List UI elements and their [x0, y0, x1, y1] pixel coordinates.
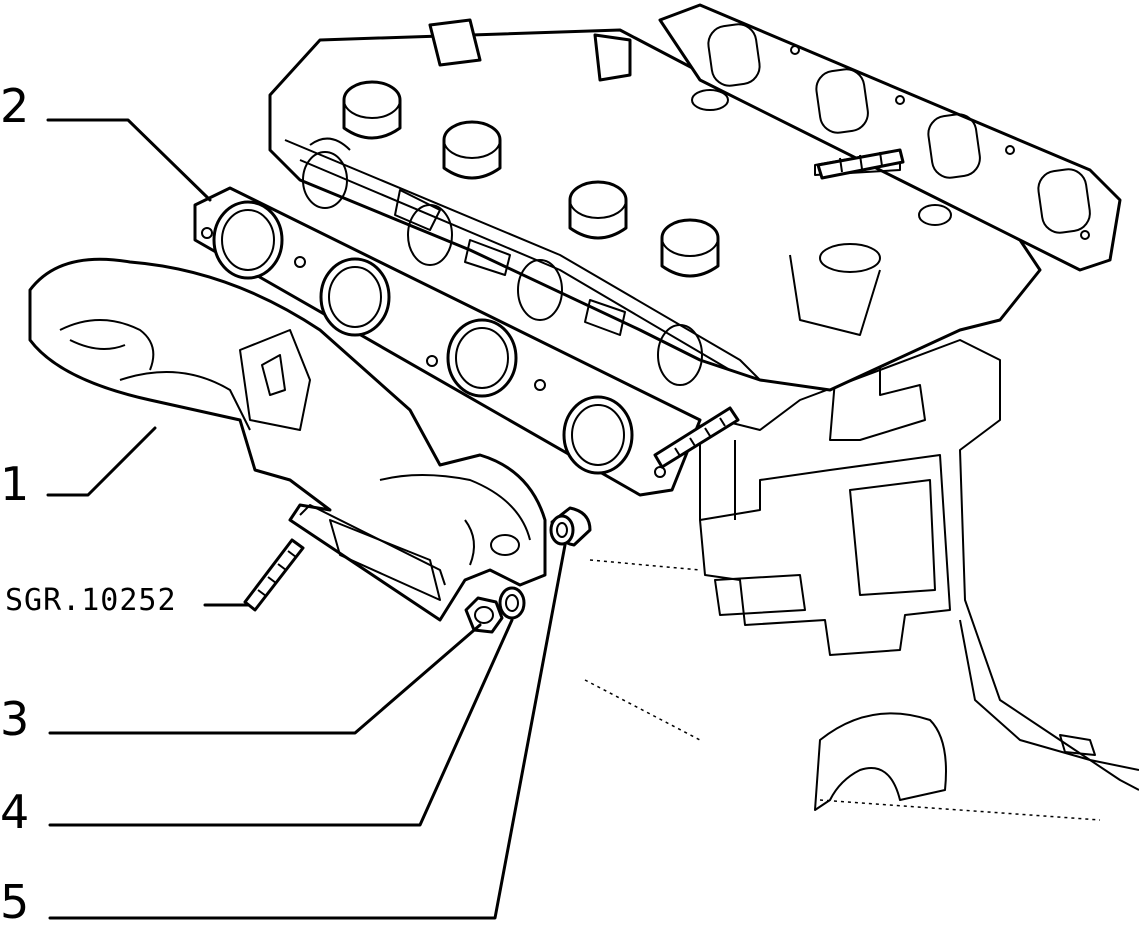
engine-block [584, 339, 1139, 821]
callout-3: 3 [0, 692, 29, 746]
stud-head-right [653, 406, 740, 469]
leader-lines [46, 118, 567, 920]
intake-gasket [658, 3, 1122, 272]
stud-intake [816, 148, 905, 180]
cylinder-head [268, 18, 1042, 392]
leader-line-5 [48, 543, 567, 920]
callout-2: 2 [0, 79, 29, 133]
leader-line-2 [46, 118, 212, 202]
bushing [549, 506, 592, 547]
callout-labels: 2 1 3 4 5 SGR.10252 [0, 79, 177, 929]
tappet-row [342, 80, 720, 278]
leader-line-3 [48, 623, 482, 735]
nut [464, 596, 504, 634]
stud-manifold [243, 538, 305, 612]
callout-5: 5 [0, 875, 29, 925]
leader-line-4 [48, 618, 514, 827]
reference-code: SGR.10252 [5, 583, 177, 618]
exhaust-gasket [193, 186, 702, 497]
exhaust-manifold [28, 257, 547, 622]
callout-1: 1 [0, 457, 29, 511]
washer [498, 586, 526, 620]
leader-line-1 [46, 426, 157, 497]
callout-4: 4 [0, 785, 29, 839]
